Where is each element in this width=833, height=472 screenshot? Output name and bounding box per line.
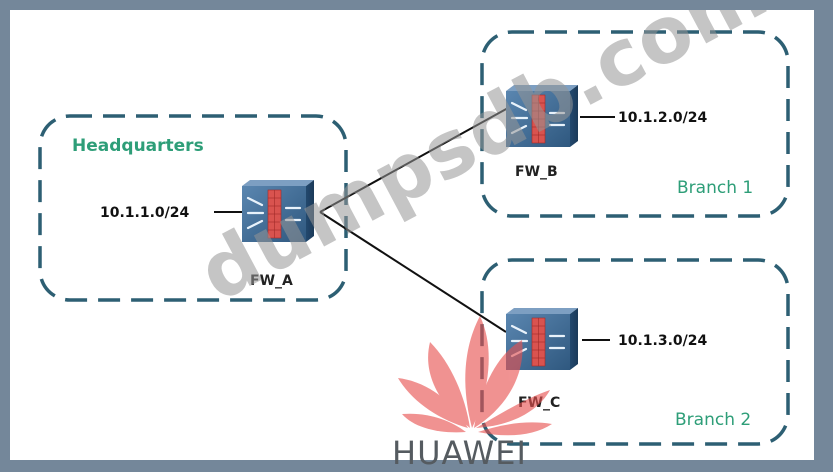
network-label-fw-b: 10.1.2.0/24 — [618, 110, 708, 126]
device-fw-b[interactable]: FW_B — [504, 83, 580, 180]
network-label-fw-a: 10.1.1.0/24 — [100, 205, 190, 221]
device-label-fw-b: FW_B — [515, 164, 558, 180]
zone-label-branch-1: Branch 1 — [677, 178, 753, 198]
huawei-logo-icon — [398, 316, 552, 436]
device-fw-a[interactable]: FW_A — [240, 178, 316, 289]
network-diagram: Headquarters Branch 1 Branch 2 FW_A FW_B… — [38, 30, 790, 446]
link-fw-a-fw-b — [319, 107, 509, 213]
diagram-canvas: Headquarters Branch 1 Branch 2 FW_A FW_B… — [10, 10, 814, 460]
brand-logo-text: HUAWEI — [392, 434, 527, 472]
zone-branch-1: Branch 1 — [480, 30, 790, 218]
link-fw-a-fw-c — [319, 211, 507, 333]
zone-branch-2: Branch 2 — [480, 258, 790, 446]
firewall-icon — [240, 178, 316, 244]
network-label-fw-c: 10.1.3.0/24 — [618, 333, 708, 349]
firewall-icon — [504, 83, 580, 149]
zone-label-headquarters: Headquarters — [72, 136, 204, 156]
device-label-fw-a: FW_A — [250, 273, 293, 289]
zone-headquarters: Headquarters — [38, 114, 348, 302]
zone-label-branch-2: Branch 2 — [675, 410, 751, 430]
